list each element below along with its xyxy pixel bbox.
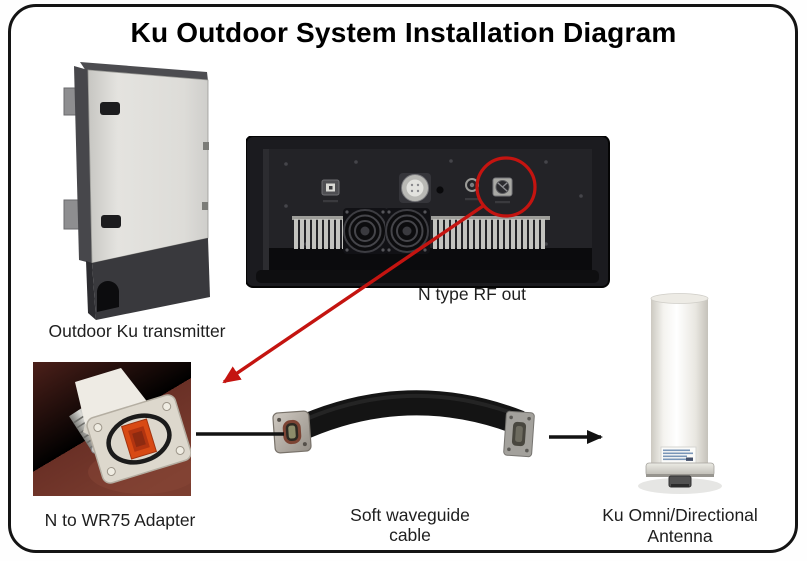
cooling-fan-right [385,208,430,254]
antenna-top-cap [650,293,709,304]
door-latch-top [100,102,120,115]
waveguide-band-highlight [294,393,521,426]
cabinet-base [92,238,210,320]
antenna-label-line1: Ku Omni/Directional [602,505,758,525]
panel-port-dot [436,186,444,194]
waveguide-illustration [272,390,535,458]
panel-connector-small-round [465,178,479,201]
door-hinge-mark [203,142,209,150]
waveguide-label: Soft waveguide cable [310,505,510,545]
rf-out-label: N type RF out [418,284,526,304]
antenna-label: Ku Omni/Directional Antenna [580,505,780,547]
page-title: Ku Outdoor System Installation Diagram [130,17,677,48]
base-arch-opening [96,280,119,312]
antenna-label-line2: Antenna [647,526,713,546]
transmitter-illustration [63,62,210,320]
waveguide-flange-right [503,410,535,458]
antenna-spec-sticker [660,446,697,464]
antenna-illustration [638,293,722,494]
door-latch-bottom [101,215,121,228]
cooling-fan-left [343,208,388,254]
cabinet-door [87,69,209,264]
adapter-label: N to WR75 Adapter [44,510,196,530]
heatsink-right [431,216,550,249]
adapter-waveguide-aperture [120,418,158,460]
waveguide-label-line2: cable [389,525,431,545]
adapter-flange [86,394,191,484]
cabinet-top [80,62,208,81]
transmitter-label: Outdoor Ku transmitter [48,321,226,341]
adapter-o-ring [106,413,172,465]
heatsink-left [292,216,347,249]
door-hinge-mark [202,202,208,210]
cabinet-base-side [86,261,96,320]
panel-connector-square [321,179,340,203]
antenna-radome [651,298,708,464]
panel-bottom-lip [256,270,599,283]
waveguide-flange-left [272,410,312,454]
panel-left-highlight [263,149,269,271]
antenna-mount-connector [668,475,692,488]
waveguide-band [289,390,525,443]
adapter-illustration [33,362,191,496]
waveguide-label-line1: Soft waveguide [350,505,470,525]
rf-panel-illustration [246,136,610,288]
